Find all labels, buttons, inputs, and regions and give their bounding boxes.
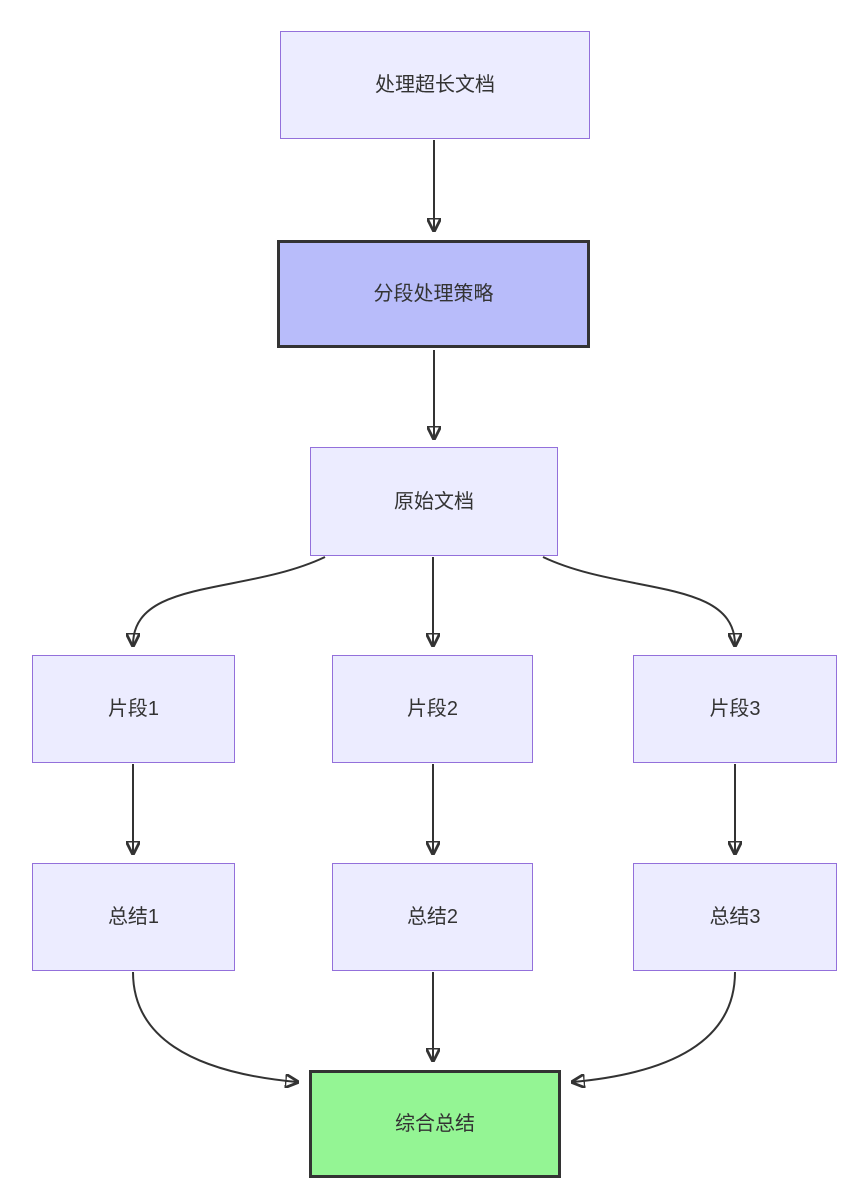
node-original-document: 原始文档 <box>310 447 558 556</box>
edge-C-D3 <box>542 556 735 645</box>
node-fragment-1: 片段1 <box>32 655 235 763</box>
edge-E1-F <box>132 971 297 1082</box>
node-segmented-processing-strategy: 分段处理策略 <box>277 240 590 348</box>
node-summary-2: 总结2 <box>332 863 533 971</box>
edge-C-D1 <box>133 556 326 645</box>
node-process-long-document: 处理超长文档 <box>280 31 590 139</box>
node-summary-3: 总结3 <box>633 863 837 971</box>
node-combined-summary: 综合总结 <box>309 1070 561 1178</box>
node-fragment-3: 片段3 <box>633 655 837 763</box>
node-fragment-2: 片段2 <box>332 655 533 763</box>
node-summary-1: 总结1 <box>32 863 235 971</box>
edge-E3-F <box>573 971 736 1082</box>
